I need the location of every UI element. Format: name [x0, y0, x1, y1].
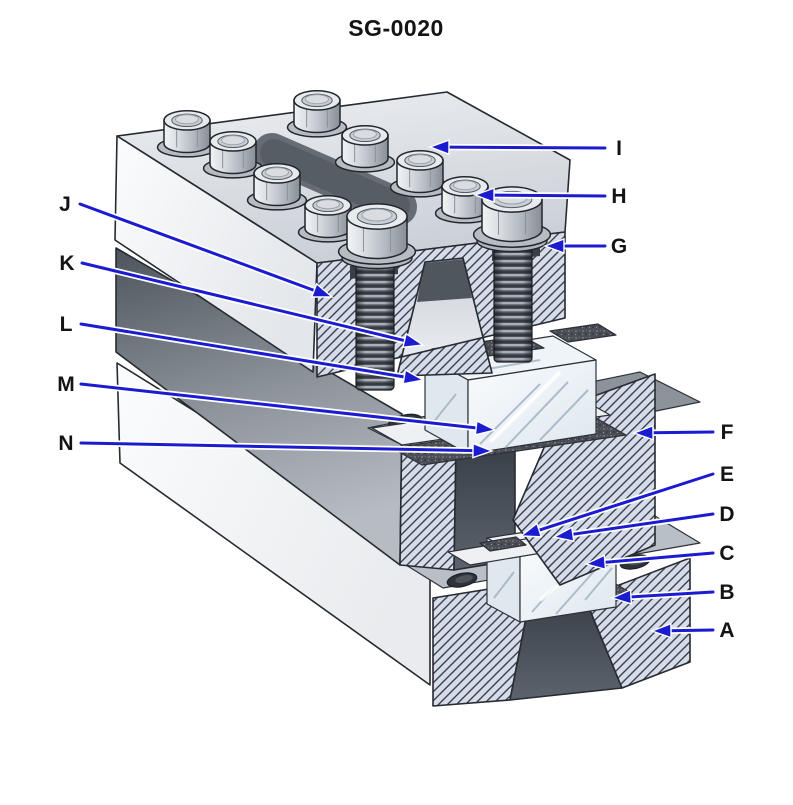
- callout-letter-G: G: [611, 235, 627, 258]
- arrowhead-icon: [472, 187, 495, 204]
- callout-line: [79, 441, 477, 453]
- callout-I: I: [427, 137, 622, 160]
- callout-letter-N: N: [58, 432, 73, 455]
- upper-cushion: [549, 323, 617, 343]
- callout-G: G: [542, 235, 627, 258]
- cover-sight-slot-inner: [260, 139, 410, 220]
- hex-nut: [297, 194, 359, 243]
- callout-F: F: [631, 421, 734, 444]
- arrowhead-icon: [551, 526, 575, 543]
- hex-nut: [286, 89, 348, 138]
- callout-letter-E: E: [720, 463, 734, 486]
- hex-nut: [334, 124, 396, 173]
- callout-letter-A: A: [719, 619, 734, 642]
- hex-nut: [337, 203, 417, 265]
- hex-nut: [389, 149, 451, 198]
- arrowhead-icon: [631, 424, 654, 441]
- callout-letter-J: J: [59, 193, 71, 216]
- callout-letter-L: L: [60, 313, 73, 336]
- arrowhead-icon: [649, 622, 672, 639]
- callout-L: L: [60, 313, 425, 385]
- hex-nut: [156, 109, 218, 158]
- lower-cushion: [479, 536, 527, 552]
- callout-letter-F: F: [721, 421, 734, 444]
- diagram-title: SG-0020: [348, 15, 444, 41]
- arrowhead-icon: [519, 522, 543, 538]
- callout-line: [649, 430, 715, 435]
- callout-line: [569, 512, 715, 537]
- hex-nut: [202, 130, 264, 179]
- callout-K: K: [59, 252, 425, 349]
- callout-line: [490, 193, 607, 198]
- hex-nut: [434, 175, 496, 224]
- callout-line: [627, 590, 715, 599]
- callout-C: C: [583, 542, 735, 571]
- callout-N: N: [58, 432, 495, 459]
- arrowhead-icon: [472, 442, 495, 459]
- arrowhead-icon: [474, 419, 498, 436]
- callout-letter-K: K: [59, 252, 74, 275]
- base-seat-hole: [446, 572, 478, 588]
- arrowhead-icon: [542, 237, 565, 255]
- arrowhead-icon: [401, 332, 425, 349]
- callout-E: E: [519, 463, 734, 538]
- callout-line: [79, 382, 480, 430]
- arrowhead-icon: [609, 588, 633, 605]
- callout-J: J: [59, 193, 334, 298]
- callout-line: [445, 145, 607, 150]
- arrowhead-icon: [402, 368, 425, 385]
- cover-slot-shadow: [417, 259, 472, 302]
- callout-B: B: [609, 581, 735, 605]
- callout-line: [601, 551, 715, 565]
- callout-letter-I: I: [616, 137, 622, 160]
- arrowhead-icon: [310, 282, 334, 298]
- hex-nut: [246, 162, 308, 211]
- callout-line: [667, 628, 715, 633]
- arrowhead-icon: [583, 554, 607, 571]
- callout-H: H: [472, 185, 627, 208]
- stud-thread: [493, 239, 533, 363]
- callout-letter-H: H: [611, 185, 626, 208]
- callout-line: [80, 261, 408, 343]
- callout-D: D: [551, 503, 735, 543]
- callout-letter-M: M: [57, 373, 75, 396]
- callout-line: [78, 202, 318, 293]
- callout-letter-B: B: [719, 581, 734, 604]
- stud-thread: [355, 255, 395, 391]
- callout-letter-D: D: [719, 503, 734, 526]
- callout-letter-C: C: [719, 542, 734, 565]
- arrowhead-icon: [427, 139, 450, 156]
- callout-A: A: [649, 619, 735, 642]
- callout-line: [535, 472, 715, 533]
- callout-line: [79, 322, 408, 379]
- callout-M: M: [57, 373, 498, 436]
